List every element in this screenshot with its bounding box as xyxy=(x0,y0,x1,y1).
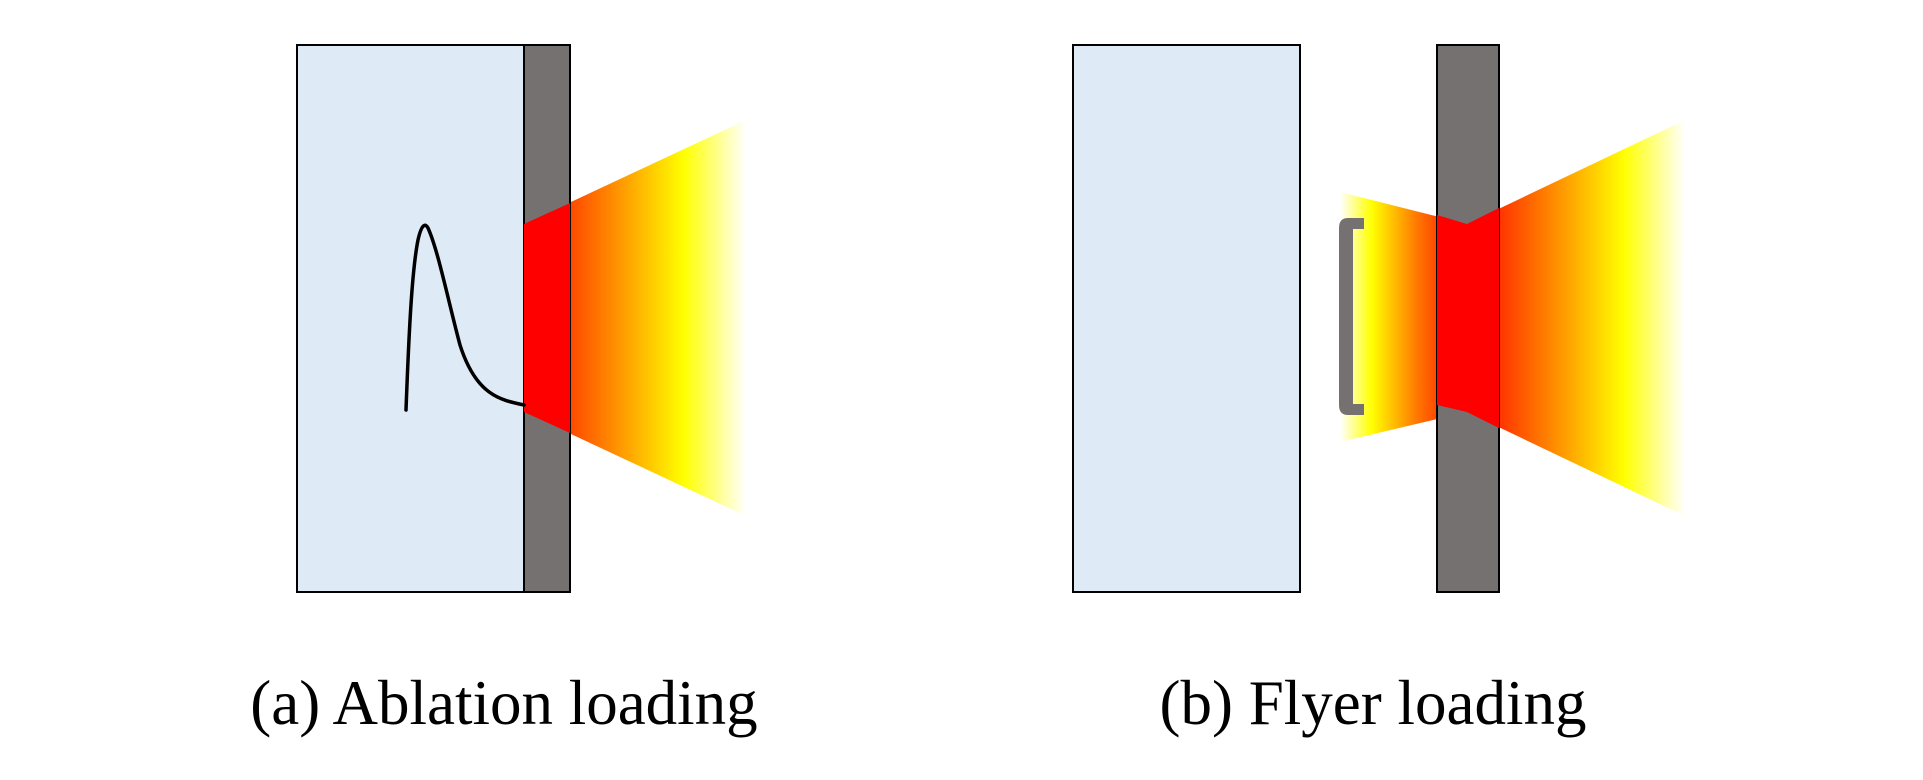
caption-b: (b) Flyer loading xyxy=(1160,668,1587,738)
pressure-pulse-curve xyxy=(404,223,526,412)
laser-plasma-expansion xyxy=(1340,192,1467,442)
panel-ablation: (a) Ablation loading xyxy=(250,44,758,738)
beam-on-plate xyxy=(524,203,570,433)
caption-a: (a) Ablation loading xyxy=(250,668,757,738)
beam-on-window xyxy=(1437,208,1499,428)
target-block xyxy=(1072,44,1301,593)
laser-beam-incident xyxy=(1467,120,1685,516)
panel-flyer: (b) Flyer loading xyxy=(1072,44,1685,738)
flyer xyxy=(1339,218,1364,415)
laser-beam xyxy=(524,120,746,516)
